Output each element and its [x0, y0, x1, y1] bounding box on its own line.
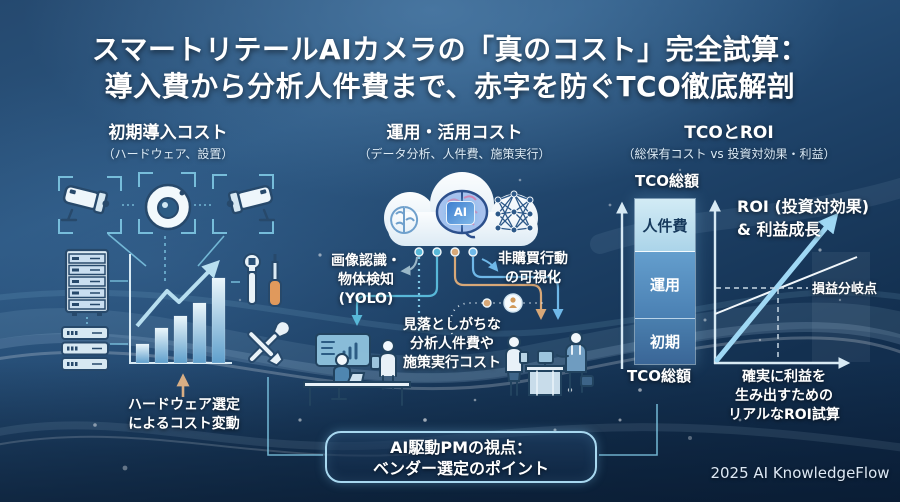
frame-corner [58, 219, 73, 234]
frame-corner [138, 172, 153, 187]
middle-flow-paths [351, 256, 564, 335]
column-operation-title: 運用・活用コスト [386, 123, 523, 143]
frame-corner [259, 174, 274, 189]
nonpurchase-label: 非購買行動 の可視化 [498, 251, 568, 286]
retail-register-illustration [505, 331, 594, 396]
frame-corner [181, 219, 196, 234]
frame-corner [58, 176, 73, 191]
pm-viewpoint-box: AI駆動PMの視点： ベンダー選定のポイント [325, 431, 597, 483]
camera-frame-center [138, 172, 196, 234]
roi-growth-arrow [714, 212, 839, 363]
column-tco-roi-subtitle: （総保有コスト vs 投資対効果・利益） [622, 147, 836, 161]
tco-label-bottom: TCO総額 [627, 367, 691, 385]
screwdriver-icon [268, 254, 282, 307]
customer-journey-nodes [482, 293, 523, 313]
frame-corner [212, 219, 227, 234]
cost-line [714, 256, 858, 315]
frame-corner [212, 174, 227, 189]
breakeven-label: 損益分岐点 [812, 282, 878, 297]
tco-segment-jinkenhi: 人件費 [635, 199, 695, 253]
pm-box-line1: AI駆動PMの視点： [390, 438, 532, 457]
bullet-camera-icon [226, 185, 276, 222]
cloud-output-nodes [414, 247, 478, 257]
dome-camera-icon [144, 183, 192, 231]
frame-corner [259, 219, 274, 234]
hardware-cost-chart [129, 254, 232, 364]
tco-segment-shoki: 初期 [635, 318, 695, 364]
server-rack-icon [64, 248, 110, 316]
roi-chart [709, 199, 870, 369]
frame-corner [138, 219, 153, 234]
roi-note-label: 確実に利益を 生み出すための リアルなROI試算 [728, 369, 840, 423]
column-tco-roi-title: TCOとROI [684, 123, 774, 143]
pm-box-line2: ベンダー選定のポイント [372, 459, 549, 478]
bullet-camera-icon [60, 185, 110, 222]
tco-label-top: TCO総額 [635, 172, 699, 190]
main-title-line2: 導入費から分析人件費まで、赤字を防ぐTCO徹底解剖 [104, 70, 796, 103]
crossed-tools-icon [247, 322, 290, 367]
column-initial-subtitle: （ハードウェア、設置） [102, 147, 234, 161]
main-title-line1: スマートリテールAIカメラの「真のコスト」完全試算： [91, 33, 809, 66]
hardware-note-label: ハードウェア選定 によるコスト変動 [128, 397, 240, 432]
footer-credit: 2025 AI KnowledgeFlow [710, 464, 890, 482]
tco-segment-unyo: 運用 [635, 252, 695, 319]
column-operation-subtitle: （データ分析、人件費、施策実行） [358, 147, 551, 161]
frame-corner [107, 176, 122, 191]
server-stack-icon [61, 326, 109, 371]
frame-corner [107, 219, 122, 234]
frame-corner [181, 172, 196, 187]
roi-title: ROI (投資対効果) & 利益成長 [737, 197, 870, 239]
data-analysts-illustration [303, 333, 411, 406]
recognition-label: 画像認識・ 物体検知 (YOLO) [331, 253, 401, 307]
left-connector-lines [86, 204, 658, 456]
column-header-initial: 初期導入コスト （ハードウェア、設置） [68, 118, 268, 162]
neural-network-icon [494, 190, 534, 234]
tco-stacked-bar: 人件費 運用 初期 [634, 198, 696, 365]
hidden-cost-label: 見落としがちな 分析人件費や 施策実行コスト [403, 317, 501, 371]
brain-outline-icon [390, 206, 419, 234]
camera-frame-left [58, 176, 122, 234]
column-header-operation: 運用・活用コスト （データ分析、人件費、施策実行） [352, 118, 557, 162]
growth-arrow [135, 259, 220, 328]
ai-badge: AI [446, 201, 475, 225]
camera-frame-right [212, 174, 274, 234]
wrench-icon [242, 253, 262, 305]
column-header-tco-roi: TCOとROI （総保有コスト vs 投資対効果・利益） [598, 118, 860, 162]
column-initial-title: 初期導入コスト [108, 123, 228, 143]
